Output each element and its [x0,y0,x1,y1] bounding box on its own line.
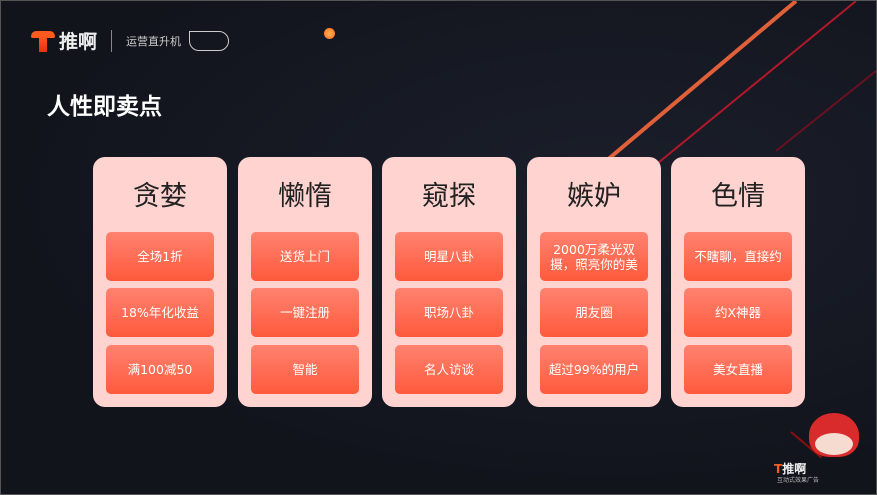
selling-point-button[interactable]: 职场八卦 [395,288,503,337]
card-title: 贪婪 [133,181,187,212]
logo-t-icon [31,29,55,53]
card-title: 窥探 [422,181,476,212]
card-title: 色情 [711,181,765,212]
logo-t-icon: T [774,462,783,476]
footer-brand: 推啊 [782,462,807,476]
selling-point-button[interactable]: 一键注册 [251,288,359,337]
selling-point-button[interactable]: 送货上门 [251,232,359,281]
footer-tagline: 互动式效果广告 [777,477,820,484]
selling-point-button[interactable]: 智能 [251,345,359,394]
decorative-lines [604,1,876,181]
helicopter-icon [189,30,230,51]
selling-point-button[interactable]: 满100减50 [106,345,214,394]
selling-point-button[interactable]: 超过99%的用户 [540,345,648,394]
selling-point-button[interactable]: 18%年化收益 [106,288,214,337]
orange-dot-decoration [324,28,335,39]
trait-card: 窥探明星八卦职场八卦名人访谈 [382,157,516,407]
card-title: 懒惰 [278,181,332,212]
selling-point-button[interactable]: 2000万柔光双摄，照亮你的美 [540,232,648,281]
trait-card: 色情不瞎聊，直接约约X神器美女直播 [671,157,805,407]
page-title: 人性即卖点 [47,94,162,120]
footer-logo: T推啊 [774,460,806,477]
selling-point-button[interactable]: 美女直播 [684,345,792,394]
selling-point-button[interactable]: 约X神器 [684,288,792,337]
trait-card: 贪婪全场1折 18%年化收益满100减50 [93,157,227,407]
selling-point-button[interactable]: 全场1折 [106,232,214,281]
selling-point-button[interactable]: 朋友圈 [540,288,648,337]
divider [111,29,113,52]
brand-name: 推啊 [59,31,98,53]
trait-card: 嫉妒 2000万柔光双摄，照亮你的美朋友圈超过99%的用户 [527,157,661,407]
selling-point-button[interactable]: 名人访谈 [395,345,503,394]
card-title: 嫉妒 [567,181,621,212]
selling-point-button[interactable]: 明星八卦 [395,232,503,281]
mascot-face [815,433,853,455]
brand-subtitle: 运营直升机 [126,34,182,48]
brand-logo: 推啊 运营直升机 [31,27,230,54]
trait-card: 懒惰送货上门一键注册智能 [238,157,372,407]
selling-point-button[interactable]: 不瞎聊，直接约 [684,232,792,281]
